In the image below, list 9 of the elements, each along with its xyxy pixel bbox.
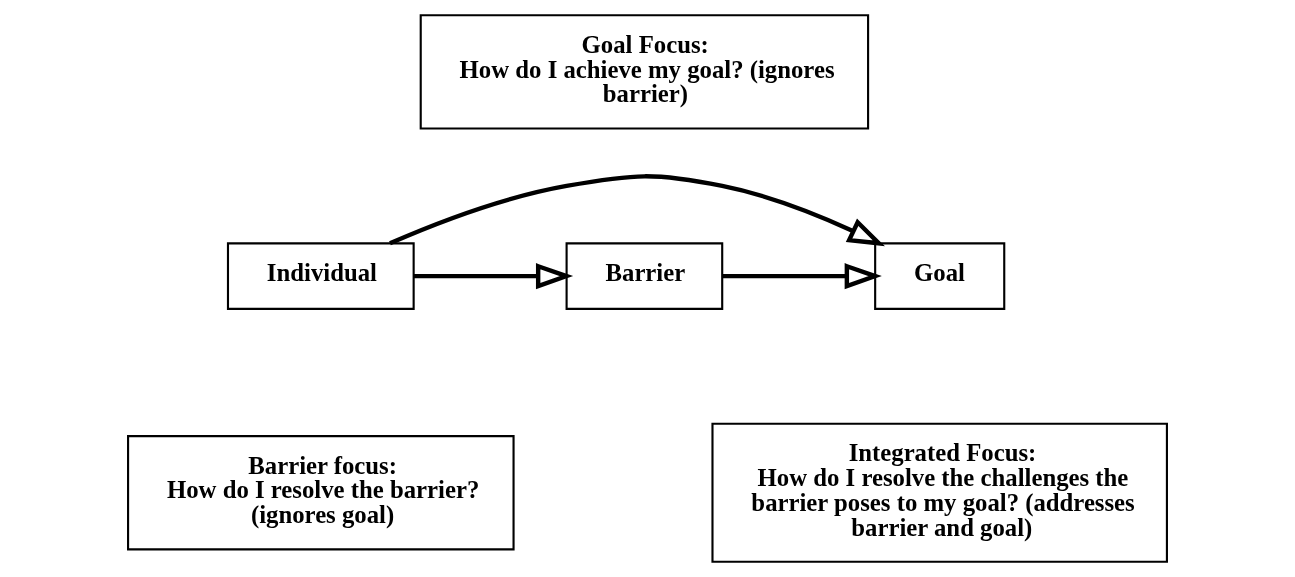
node-box: Barrier focus: How do I resolve the barrier? (ignores goal) [127,435,515,551]
arrow [722,263,882,290]
node-box: Integrated Focus: How do I resolve the challenges the barrier poses to my goal? (addresses barrier and goal) [711,422,1168,563]
node-box: Goal Focus: How do I achieve my goal? (ignores barrier) [419,14,870,130]
arrow [389,174,885,247]
arrow [413,263,574,290]
node-box: Goal [874,242,1006,310]
node-box: Individual [226,242,415,310]
node-box: Barrier [565,242,724,310]
